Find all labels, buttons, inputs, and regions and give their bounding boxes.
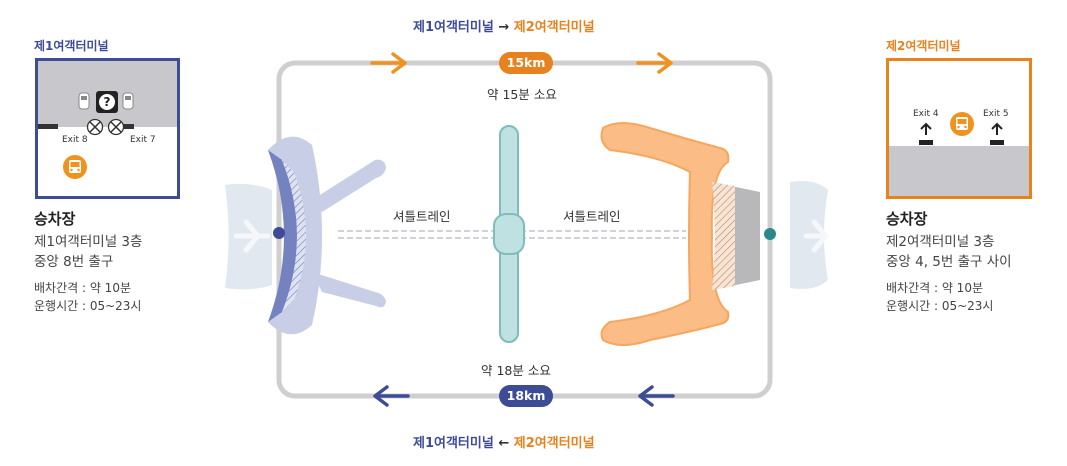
exit-marker: [120, 124, 134, 129]
terminal1-node: [273, 227, 285, 239]
terminal2-map-road: [889, 146, 1029, 196]
exit-marker: [919, 140, 933, 145]
terminal1-info-line: 중앙 8번 출구: [34, 254, 114, 270]
terminal2-hours: 운행시간 : 05~23시: [886, 299, 994, 313]
shuttle-train-label-right: 셔틀트레인: [563, 209, 621, 224]
exit-label: Exit 5: [983, 109, 1009, 119]
exit-marker: [990, 140, 1004, 145]
route-bottom-from: 제1여객터미널: [413, 436, 494, 451]
route-top-from: 제1여객터미널: [413, 20, 494, 35]
route-top-arrow: →: [498, 20, 510, 35]
duration-bottom: 약 18분 소요: [481, 363, 551, 378]
terminal2-info: 승차장 제2여객터미널 3층 중앙 4, 5번 출구 사이 배차간격 : 약 1…: [886, 208, 1056, 315]
route-bottom-to: 제2여객터미널: [513, 436, 595, 451]
terminal2-node: [764, 228, 776, 240]
terminal1-info-title: 승차장: [34, 210, 76, 228]
terminal1-interval: 배차간격 : 약 10분: [34, 281, 131, 295]
terminal2-interval: 배차간격 : 약 10분: [886, 281, 983, 295]
arrow-right-icon: [370, 52, 407, 74]
up-arrow-icon: [920, 122, 932, 135]
duration-top: 약 15분 소요: [487, 87, 557, 102]
terminal1-hours: 운행시간 : 05~23시: [34, 299, 142, 313]
terminal1-info-line: 제1여객터미널 3층: [34, 234, 143, 250]
car-icon: [122, 92, 134, 110]
terminal2-label: 제2여객터미널: [886, 39, 961, 53]
terminal2-info-line: 제2여객터미널 3층: [886, 234, 995, 250]
route-title-top: 제1여객터미널 → 제2여객터미널: [413, 16, 595, 35]
exit-marker: [38, 124, 58, 129]
exit-label: Exit 4: [913, 109, 939, 119]
terminal1-label: 제1여객터미널: [34, 39, 109, 53]
route-top-to: 제2여객터미널: [513, 20, 595, 35]
bus-icon: [950, 112, 974, 136]
shuttle-train-label-left: 셔틀트레인: [393, 209, 451, 224]
exit-label: Exit 7: [130, 135, 156, 145]
shuttle-track: [338, 230, 686, 239]
terminal2-building: [600, 122, 760, 346]
terminal2-info-line: 중앙 4, 5번 출구 사이: [886, 254, 1012, 270]
bus-icon: [63, 155, 87, 179]
arrow-left-icon: [373, 385, 410, 407]
route-bottom-arrow: ←: [498, 436, 510, 451]
terminal1-info: 승차장 제1여객터미널 3층 중앙 8번 출구 배차간격 : 약 10분 운행시…: [34, 208, 184, 315]
exit-label: Exit 8: [62, 135, 88, 145]
distance-badge-bottom: 18km: [499, 385, 553, 407]
airplane-icon: [790, 181, 830, 289]
distance-badge-top: 15km: [499, 52, 553, 74]
up-arrow-icon: [991, 122, 1003, 135]
terminal1-building: [268, 136, 386, 335]
arrow-right-icon: [636, 52, 673, 74]
airplane-icon: [225, 183, 272, 290]
shuttle-train: [493, 125, 525, 343]
help-icon: ?: [96, 91, 118, 113]
arrow-left-icon: [638, 385, 675, 407]
terminal2-map: Exit 4 Exit 5: [886, 58, 1032, 199]
no-entry-icon: [86, 118, 125, 136]
terminal1-map: ? Exit 8 Exit 7: [35, 58, 180, 199]
terminal2-info-title: 승차장: [886, 210, 928, 228]
car-icon: [78, 92, 90, 110]
route-title-bottom: 제1여객터미널 ← 제2여객터미널: [413, 432, 595, 451]
